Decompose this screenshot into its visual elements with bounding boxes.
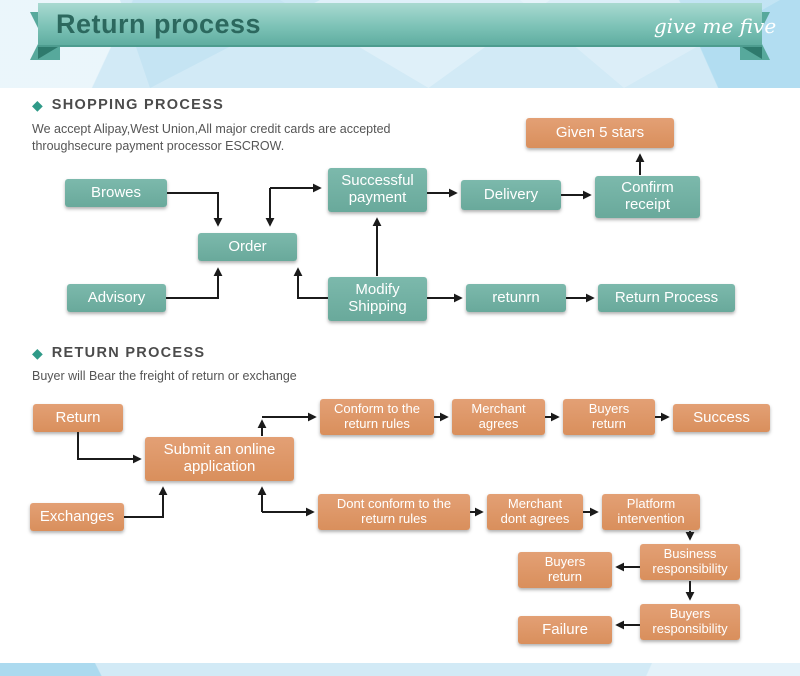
- node-success: Success: [673, 404, 770, 432]
- node-merchant-dont-agrees: Merchant dont agrees: [487, 494, 583, 530]
- node-merchant-agrees: Merchant agrees: [452, 399, 545, 435]
- node-successful-payment: Successful payment: [328, 168, 427, 212]
- node-modify-shipping: Modify Shipping: [328, 277, 427, 321]
- shopping-heading-label: SHOPPING PROCESS: [51, 97, 225, 113]
- node-dont-conform-rules: Dont conform to the return rules: [318, 494, 470, 530]
- node-order: Order: [198, 233, 297, 261]
- node-buyers-return-2: Buyers return: [518, 552, 612, 588]
- node-retunrn: retunrn: [466, 284, 566, 312]
- return-section-heading: ◆ RETURN PROCESS: [32, 345, 205, 361]
- node-return-process: Return Process: [598, 284, 735, 312]
- node-return: Return: [33, 404, 123, 432]
- shopping-section-description: We accept Alipay,West Union,All major cr…: [32, 122, 391, 153]
- node-buyers-return: Buyers return: [563, 399, 655, 435]
- brand-script-logo: give me five: [653, 14, 777, 38]
- node-exchanges: Exchanges: [30, 503, 124, 531]
- ribbon-banner: [30, 3, 770, 60]
- node-confirm-receipt: Confirm receipt: [595, 176, 700, 218]
- node-buyers-responsibility: Buyers responsibility: [640, 604, 740, 640]
- page-title: Return process: [56, 9, 262, 39]
- diamond-icon: ◆: [32, 97, 43, 113]
- node-conform-rules: Conform to the return rules: [320, 399, 434, 435]
- return-heading-label: RETURN PROCESS: [51, 345, 206, 361]
- node-given-5-stars: Given 5 stars: [526, 118, 674, 148]
- node-browes: Browes: [65, 179, 167, 207]
- node-platform-intervention: Platform intervention: [602, 494, 700, 530]
- node-failure: Failure: [518, 616, 612, 644]
- node-business-responsibility: Business responsibility: [640, 544, 740, 580]
- node-submit-application: Submit an online application: [145, 437, 294, 481]
- node-delivery: Delivery: [461, 180, 561, 210]
- diamond-icon: ◆: [32, 345, 43, 361]
- node-advisory: Advisory: [67, 284, 166, 312]
- return-section-description: Buyer will Bear the freight of return or…: [32, 369, 297, 383]
- shopping-section-heading: ◆ SHOPPING PROCESS: [32, 97, 224, 113]
